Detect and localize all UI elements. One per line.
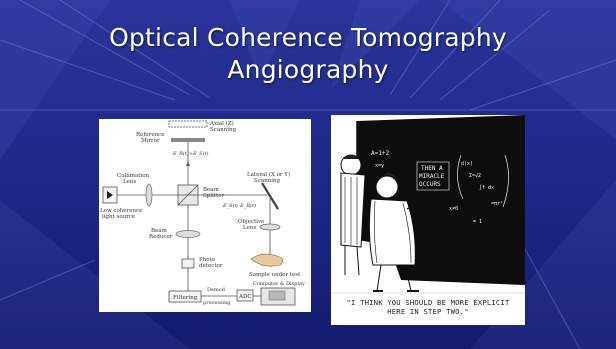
chalk-occurs: OCCURS (419, 181, 441, 188)
label-low-coherence: Low coherence (100, 208, 142, 214)
sample-tissue (250, 253, 284, 267)
caption-line-1: "I THINK YOU SHOULD BE MORE EXPLICIT (346, 298, 510, 307)
axial-scanning-box (168, 120, 208, 128)
label-adc: ADC (238, 294, 252, 300)
label-beam-reducer: Beam (151, 228, 168, 234)
label-processing: processing (203, 300, 231, 306)
label-photo: Photo (199, 257, 216, 263)
svg-text:d(x): d(x) (461, 161, 473, 167)
label-reference: Reference (136, 132, 164, 138)
label-reducer: Reducer (149, 234, 173, 240)
chalk-miracle: MIRACLE (419, 173, 445, 180)
cartoon-drawing: A=1+2 x=y THEN A MIRACLE OCCURS d(x) Σ=√… (331, 115, 525, 325)
label-light-source: light source (102, 214, 135, 220)
label-collimation-lens: Lens (123, 179, 136, 185)
slide-title: Optical Coherence Tomography Angiography (0, 22, 616, 86)
label-objective-lens: Lens (243, 225, 256, 231)
scientist-right (368, 173, 432, 292)
svg-text:Σ=√2: Σ=√2 (469, 173, 481, 179)
svg-text:= 1: = 1 (473, 219, 482, 225)
signature: S. Harris (417, 269, 449, 277)
cartoon-caption: "I THINK YOU SHOULD BE MORE EXPLICIT HER… (335, 298, 521, 316)
scientist-left (340, 154, 366, 276)
label-lateral: Lateral (X or Y) (247, 171, 290, 178)
svg-text:x≠0: x≠0 (449, 206, 458, 212)
label-demod: Demod (207, 287, 226, 293)
chalk-equation-1: A=1+2 (371, 150, 389, 157)
adc-box (236, 289, 254, 302)
label-detector: detector (199, 263, 223, 269)
lateral-scanning-mirror (261, 182, 279, 210)
oct-diagram-image: Axial (Z) Scanning Reference Mirror E_R(… (99, 119, 311, 312)
chalk-then-a: THEN A (421, 165, 443, 172)
label-objective: Objective (238, 219, 264, 225)
reference-mirror (171, 138, 205, 142)
label-collimation: Collimation (117, 173, 150, 179)
title-line-2: Angiography (227, 55, 389, 84)
label-axial-scanning: Scanning (210, 127, 237, 133)
label-filtering: Filtering (173, 295, 198, 301)
label-mirror: Mirror (141, 138, 160, 144)
label-sample: Sample under test (249, 272, 301, 278)
caption-line-2: HERE IN STEP TWO." (387, 307, 469, 316)
objective-lens (259, 223, 281, 231)
oct-schematic: Axial (Z) Scanning Reference Mirror E_R(… (100, 120, 305, 306)
label-axial: Axial (Z) (209, 120, 234, 127)
svg-text:=πr²: =πr² (491, 201, 503, 207)
svg-text:x=y: x=y (375, 163, 384, 169)
beam-reducer (175, 230, 201, 238)
label-computer: Computer & Display (253, 281, 305, 287)
title-line-1: Optical Coherence Tomography (109, 23, 507, 52)
label-beam: Beam (203, 187, 220, 193)
filtering-box (168, 290, 202, 303)
label-e-s: E_S(t)·E_R(t) (222, 202, 256, 209)
cartoon-image: A=1+2 x=y THEN A MIRACLE OCCURS d(x) Σ=√… (331, 115, 525, 325)
label-splitter: Splitter (203, 193, 224, 199)
label-e-ref: E_R(t)+E_S(t) (172, 150, 209, 157)
collimation-lens (145, 183, 153, 207)
photo-detector (181, 258, 195, 269)
svg-text:∫f dx: ∫f dx (479, 184, 494, 191)
label-scanning: Scanning (254, 178, 281, 184)
